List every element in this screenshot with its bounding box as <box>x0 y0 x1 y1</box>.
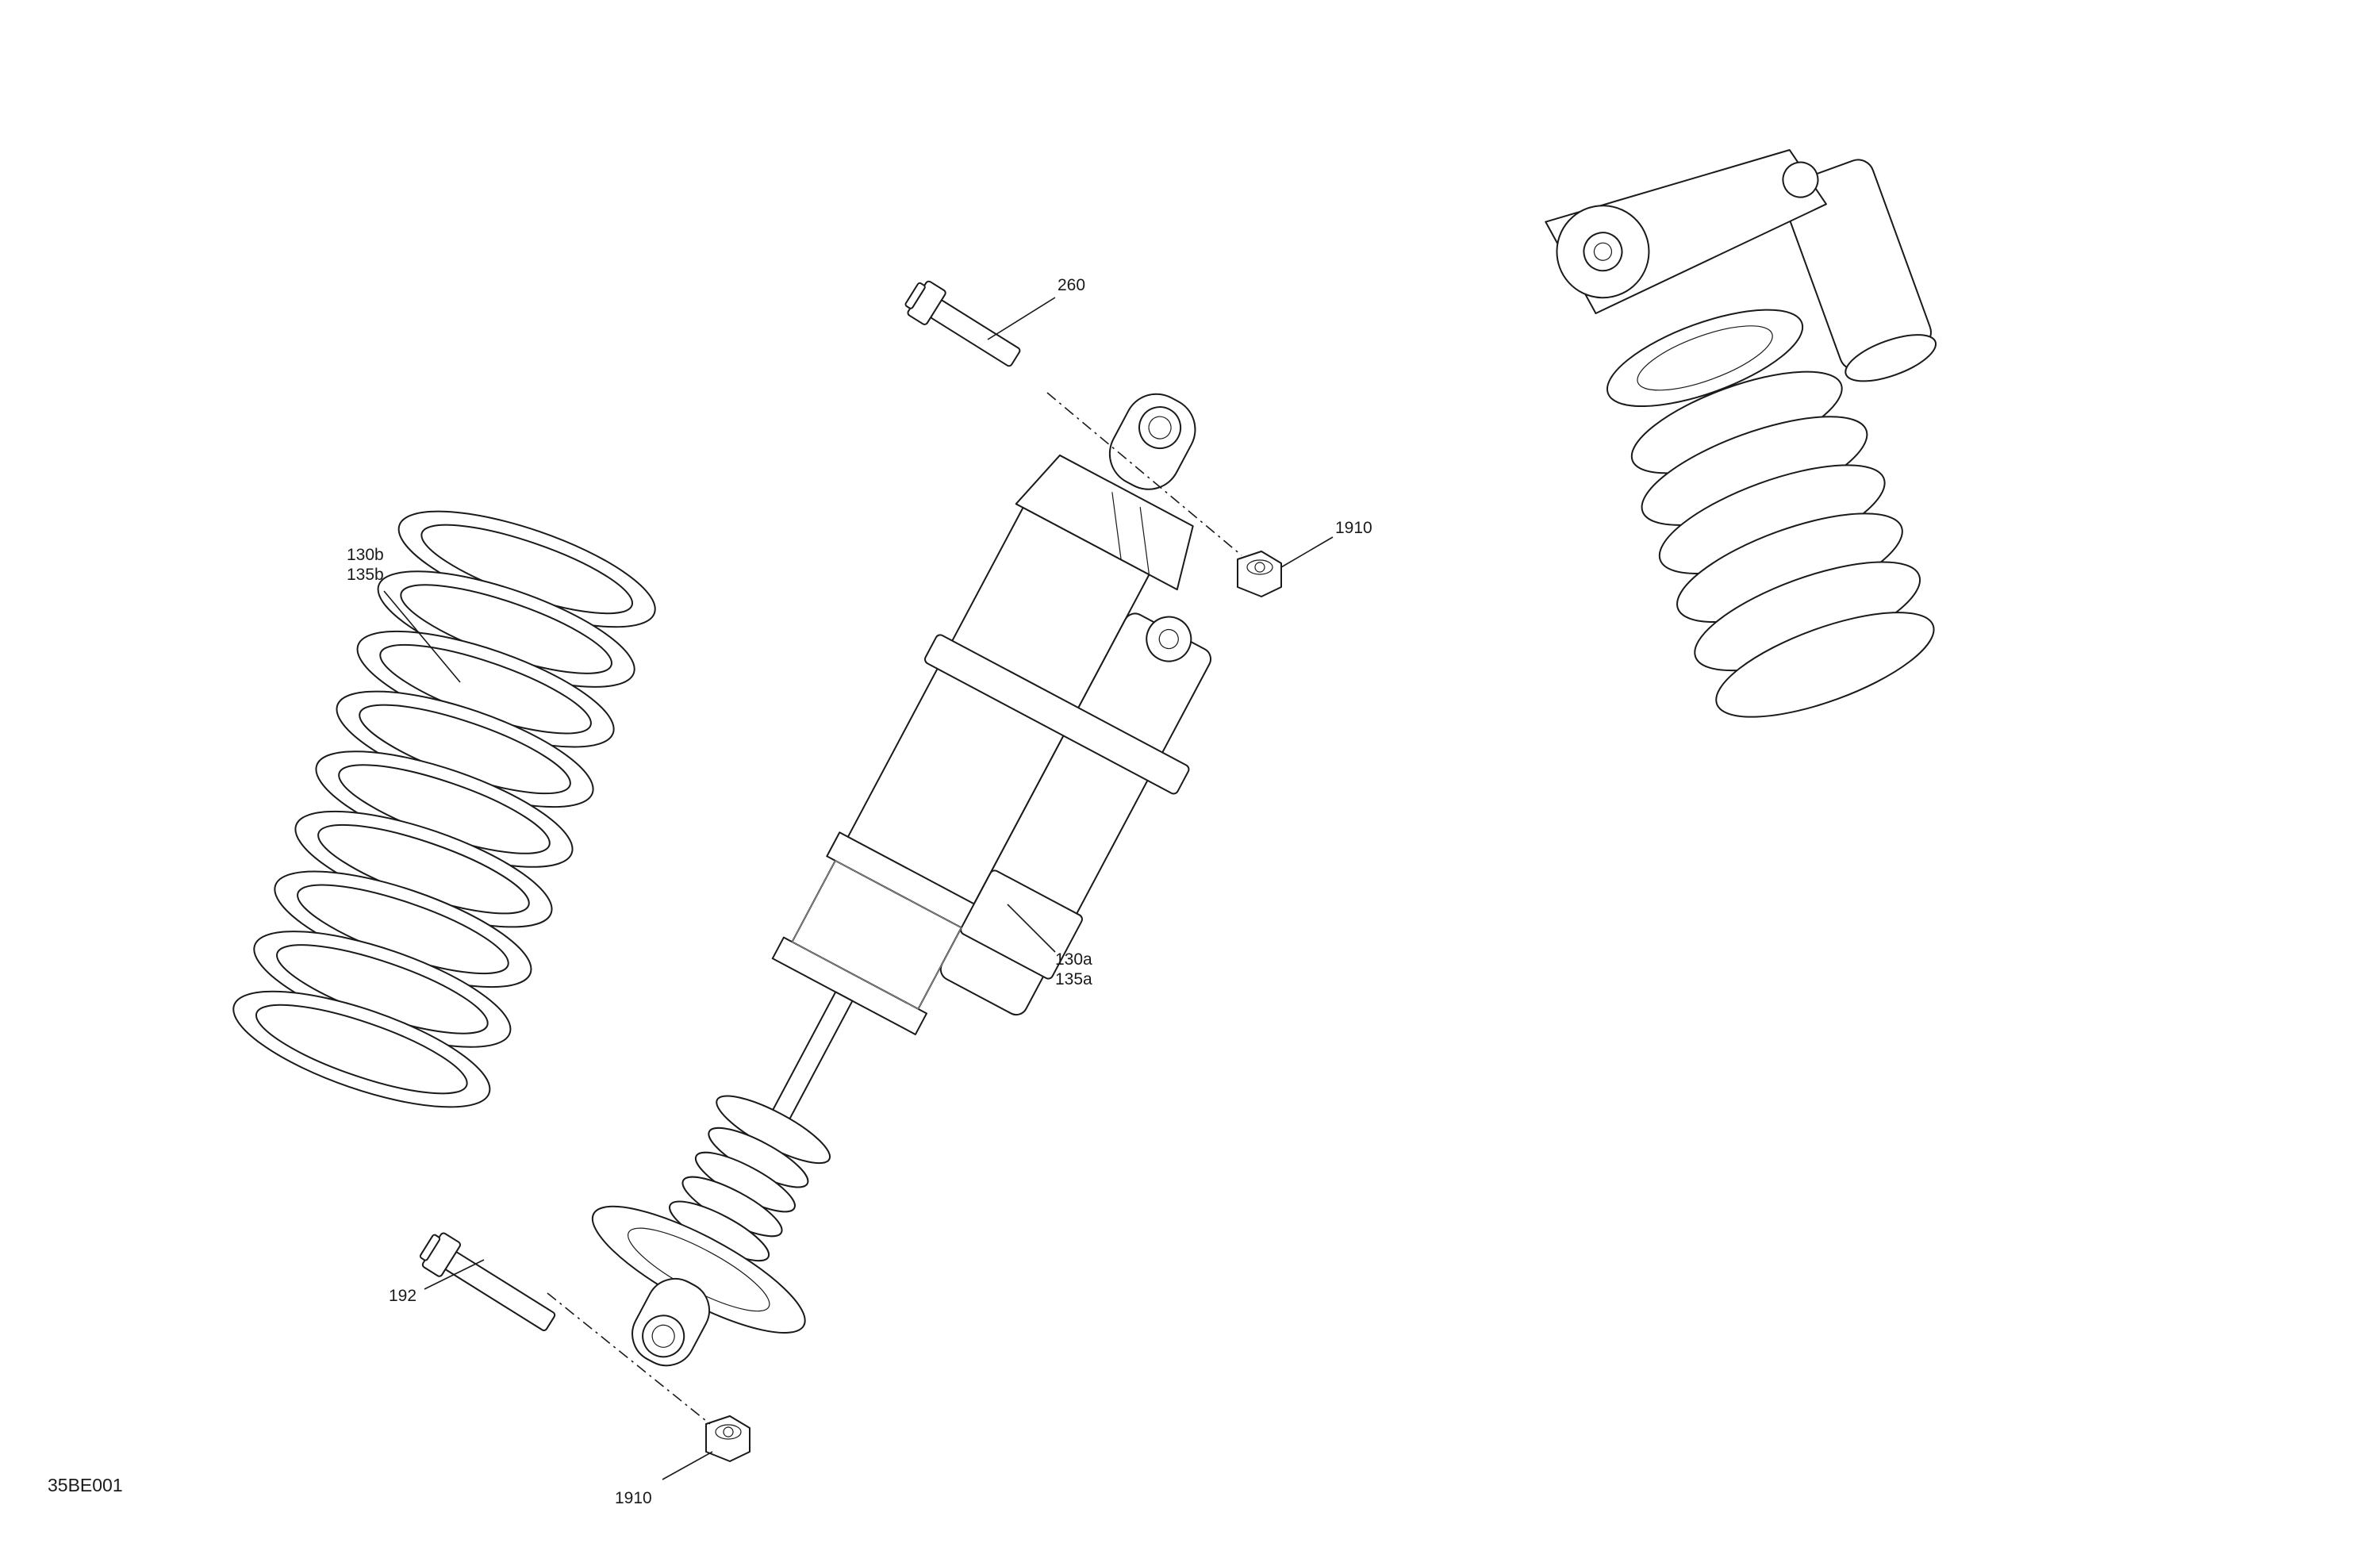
assembled-shock-view <box>1545 149 1937 718</box>
nut-1910-bottom <box>705 1415 750 1462</box>
coil-spring <box>232 510 656 1108</box>
callout-shock-130a: 130a <box>1055 950 1092 969</box>
callout-bolt-260: 260 <box>1058 276 1085 294</box>
bolt-192 <box>419 1232 556 1331</box>
leader-192 <box>424 1259 485 1290</box>
assembly-axis-top <box>1046 392 1242 556</box>
leader-260 <box>987 297 1056 340</box>
leader-1910-bottom <box>662 1451 713 1480</box>
shock-absorber <box>591 393 1212 1367</box>
leader-1910-top <box>1280 536 1334 568</box>
callout-shock-135a: 135a <box>1055 970 1092 988</box>
callout-nut-1910-top: 1910 <box>1335 519 1372 537</box>
callout-spring-135b: 135b <box>347 566 384 584</box>
figure-reference: 35BE001 <box>48 1475 123 1495</box>
leader-shock <box>1007 904 1056 953</box>
callout-spring-130b: 130b <box>347 546 384 564</box>
callout-nut-1910-bottom: 1910 <box>615 1489 652 1507</box>
callout-bolt-192: 192 <box>389 1287 416 1305</box>
leader-spring <box>383 590 461 683</box>
nut-1910-top <box>1237 551 1282 597</box>
bolt-260 <box>904 280 1021 367</box>
